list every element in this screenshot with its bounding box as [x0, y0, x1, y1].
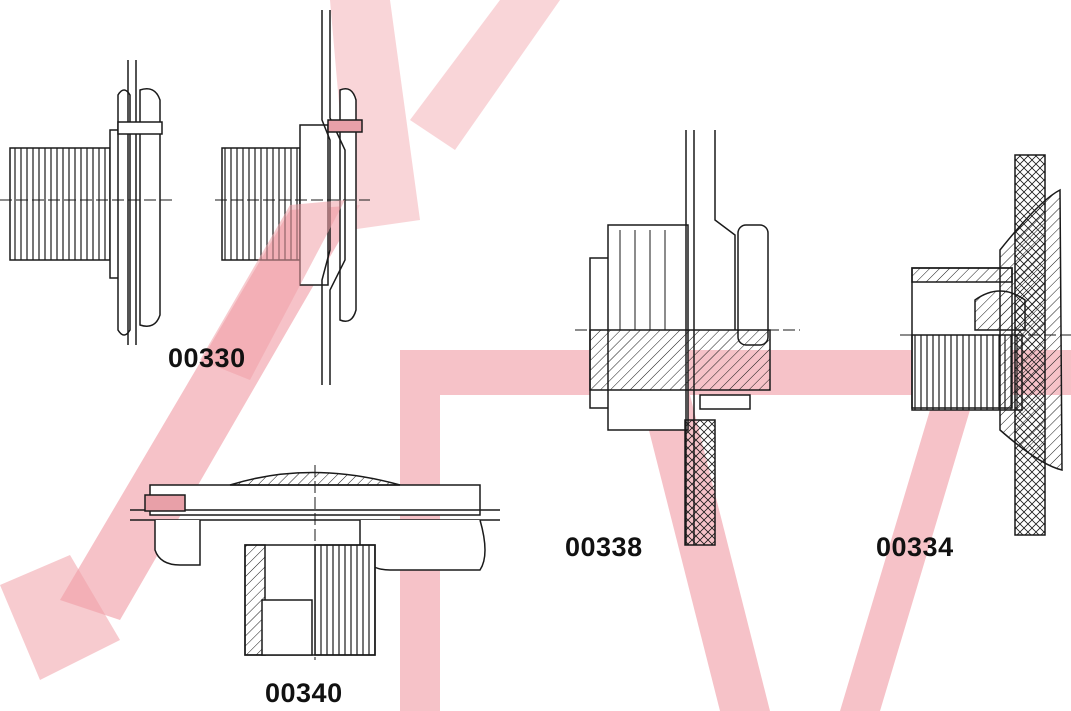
- fitting-00334: [900, 154, 1071, 536]
- part-label-00338: 00338: [565, 532, 643, 562]
- fitting-00330-right: [215, 10, 370, 385]
- part-label-00340: 00340: [265, 678, 343, 708]
- fitting-00330-left: [0, 60, 175, 345]
- part-label-00334: 00334: [876, 532, 954, 562]
- fitting-00338: [575, 130, 800, 546]
- fitting-00340: [130, 465, 500, 660]
- part-label-00330: 00330: [168, 343, 246, 373]
- watermark-overlay: [0, 200, 345, 680]
